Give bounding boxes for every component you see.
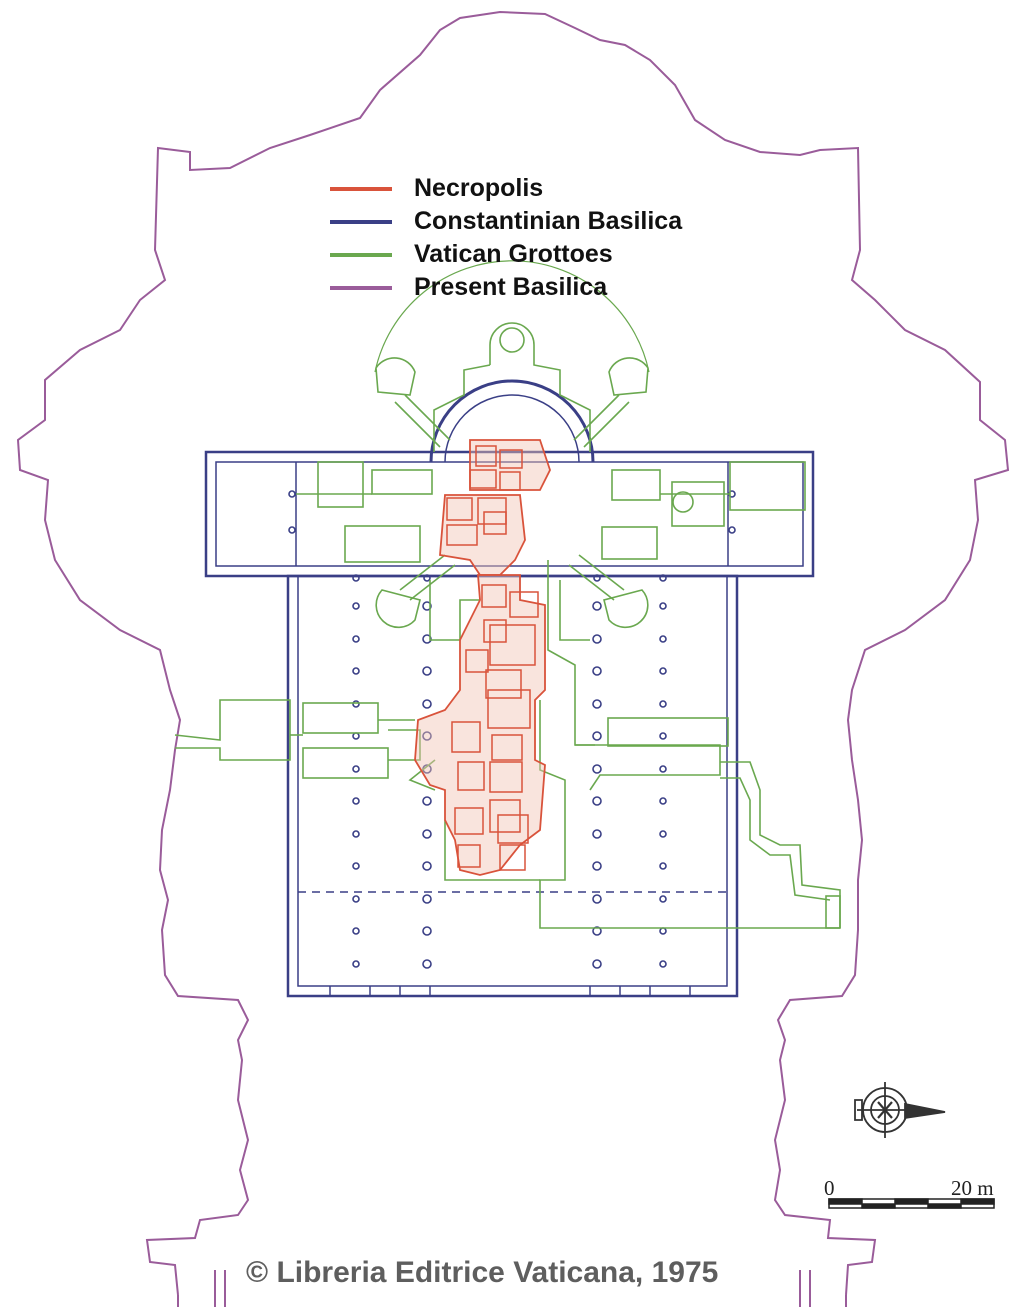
column-marker — [659, 574, 667, 582]
column-marker — [592, 926, 602, 936]
scale-label-zero: 0 — [824, 1176, 835, 1200]
column-marker — [423, 574, 431, 582]
legend-item-present-basilica: Present Basilica — [330, 271, 682, 304]
column-marker — [592, 894, 602, 904]
necropolis — [414, 439, 551, 876]
column-marker — [592, 634, 602, 644]
column-marker — [659, 960, 667, 968]
column-marker — [659, 602, 667, 610]
column-marker — [593, 574, 601, 582]
column-marker — [352, 765, 360, 773]
column-marker — [592, 764, 602, 774]
column-marker — [659, 797, 667, 805]
column-marker — [352, 700, 360, 708]
column-marker — [659, 862, 667, 870]
column-marker — [288, 526, 296, 534]
column-marker — [592, 666, 602, 676]
column-marker — [352, 862, 360, 870]
column-marker — [422, 861, 432, 871]
column-marker — [592, 861, 602, 871]
column-marker — [422, 601, 432, 611]
column-marker — [352, 732, 360, 740]
column-marker — [659, 667, 667, 675]
column-marker — [659, 635, 667, 643]
column-marker — [422, 634, 432, 644]
legend-item-constantinian-basilica: Constantinian Basilica — [330, 205, 682, 238]
legend-label: Present Basilica — [414, 273, 608, 301]
column-marker — [659, 732, 667, 740]
scale-label-end: 20 m — [951, 1176, 994, 1200]
column-marker — [422, 959, 432, 969]
column-marker — [352, 667, 360, 675]
present-basilica-outline — [16, 10, 1010, 1307]
column-marker — [352, 895, 360, 903]
scale-bar — [828, 1198, 995, 1209]
north-arrow-icon — [854, 1082, 946, 1138]
column-marker — [422, 666, 432, 676]
constantinian-basilica — [204, 379, 815, 998]
column-marker — [659, 895, 667, 903]
vatican-grottoes — [174, 260, 841, 929]
legend-swatch — [330, 186, 392, 191]
column-marker — [422, 796, 432, 806]
legend-swatch — [330, 219, 392, 224]
column-marker — [659, 830, 667, 838]
legend-swatch — [330, 285, 392, 290]
column-marker — [659, 927, 667, 935]
column-marker — [422, 829, 432, 839]
column-marker — [422, 926, 432, 936]
column-marker — [288, 490, 296, 498]
column-marker — [352, 927, 360, 935]
legend: Necropolis Constantinian Basilica Vatica… — [330, 172, 682, 304]
column-marker — [352, 602, 360, 610]
column-marker — [592, 829, 602, 839]
column-marker — [728, 526, 736, 534]
column-marker — [422, 731, 432, 741]
column-marker — [352, 830, 360, 838]
column-marker — [592, 699, 602, 709]
legend-swatch — [330, 252, 392, 257]
legend-item-necropolis: Necropolis — [330, 172, 682, 205]
column-marker — [422, 699, 432, 709]
column-marker — [659, 700, 667, 708]
column-marker — [592, 731, 602, 741]
column-marker — [352, 635, 360, 643]
legend-item-vatican-grottoes: Vatican Grottoes — [330, 238, 682, 271]
column-marker — [352, 797, 360, 805]
legend-label: Necropolis — [414, 174, 544, 202]
column-marker — [592, 959, 602, 969]
legend-label: Vatican Grottoes — [414, 240, 613, 268]
legend-label: Constantinian Basilica — [414, 207, 683, 235]
column-marker — [592, 601, 602, 611]
column-marker — [659, 765, 667, 773]
copyright-notice: © Libreria Editrice Vaticana, 1975 — [246, 1256, 719, 1289]
column-marker — [592, 796, 602, 806]
column-marker — [352, 960, 360, 968]
column-marker — [422, 894, 432, 904]
column-marker — [352, 574, 360, 582]
